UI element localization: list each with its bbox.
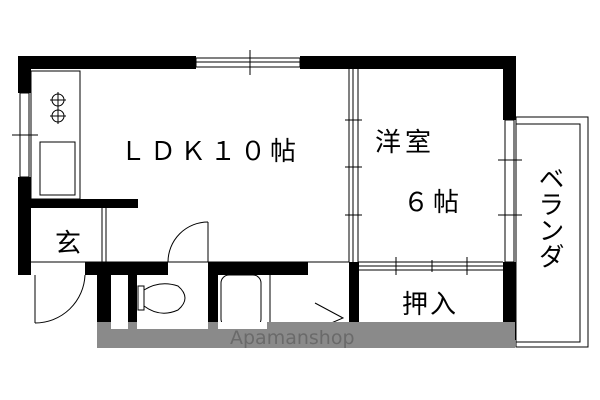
room-label-western: 洋室 <box>375 128 436 158</box>
brand-watermark: Apamanshop <box>230 327 355 349</box>
bath <box>220 274 345 331</box>
room-label-ldk: ＬＤＫ１０帖 <box>120 137 301 167</box>
partition-ldk-western <box>31 69 362 263</box>
doors <box>34 221 209 324</box>
room-label-closet: 押入 <box>402 290 459 320</box>
walls <box>18 56 516 340</box>
toilet <box>137 283 186 314</box>
room-label-western-size: ６帖 <box>403 188 464 218</box>
kitchen <box>30 70 81 200</box>
room-label-entrance: 玄 <box>55 229 82 259</box>
closet-doors <box>358 257 503 275</box>
room-label-balcony: ベランダ <box>534 165 564 269</box>
windows <box>12 50 522 263</box>
balcony <box>515 116 589 348</box>
